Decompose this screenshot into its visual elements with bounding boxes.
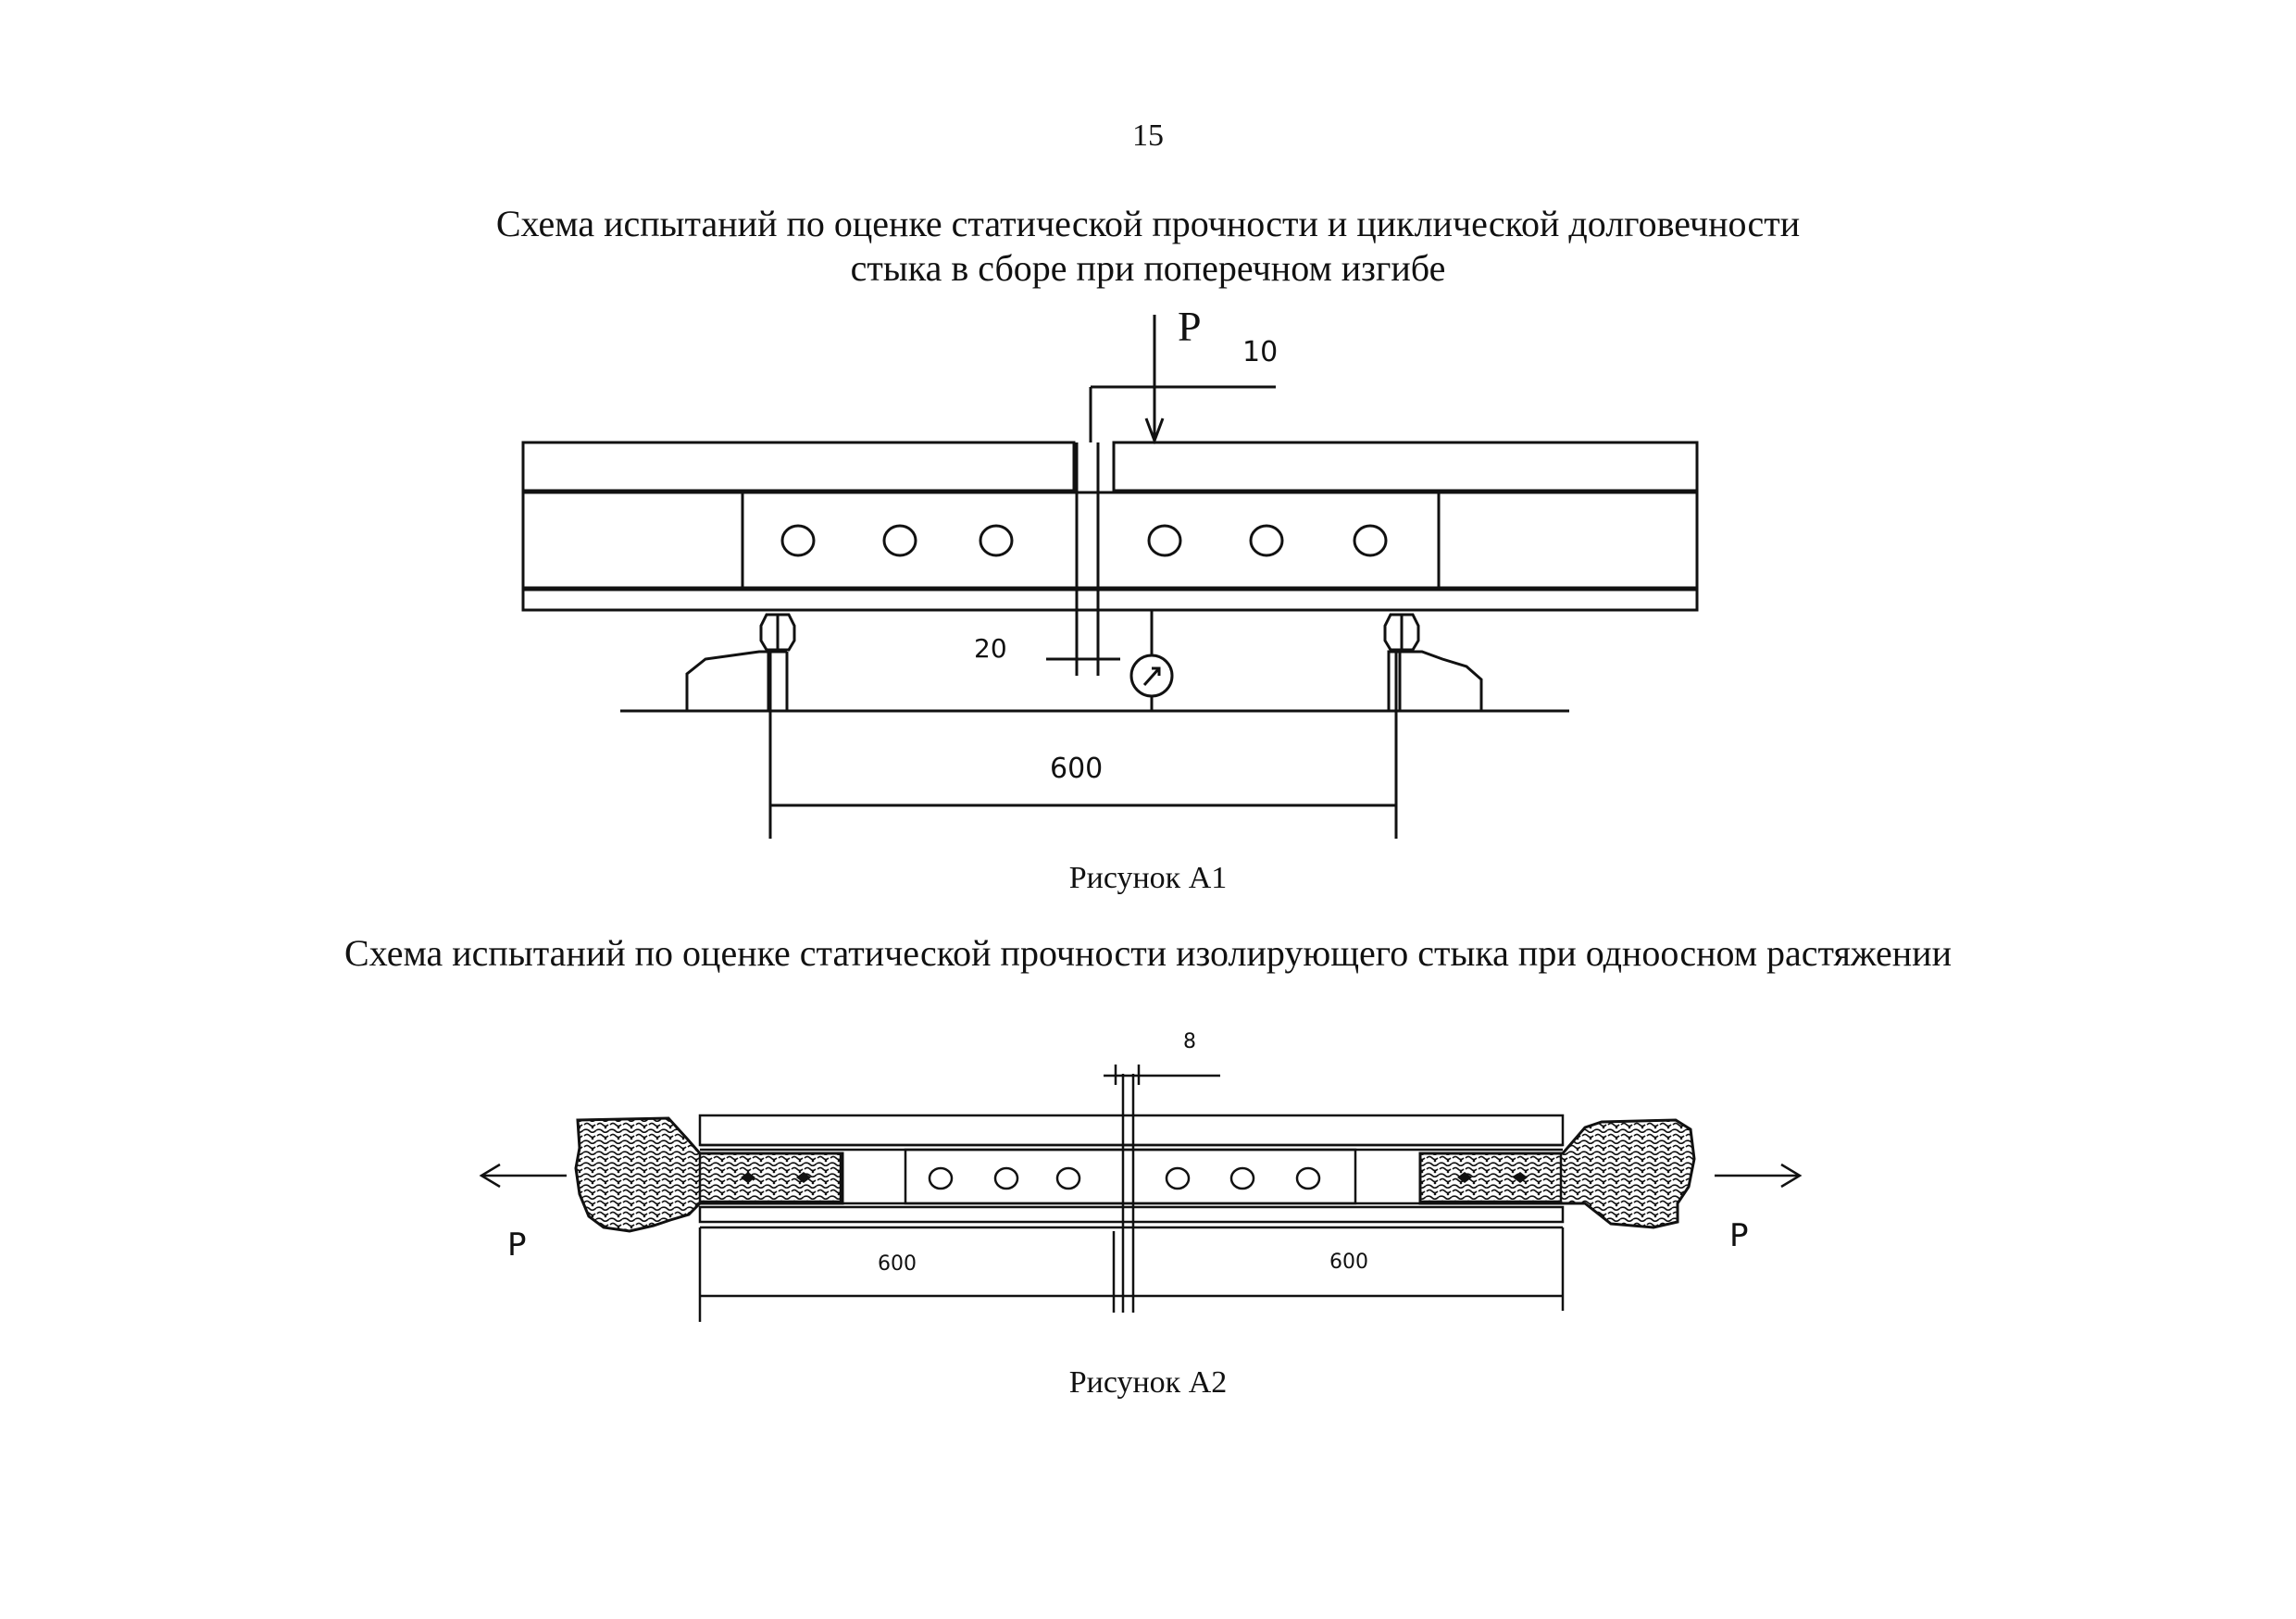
page-number: 15 xyxy=(1132,118,1164,153)
left-length-dimension-label: 600 xyxy=(878,1252,917,1276)
support-block-right xyxy=(1387,650,1483,711)
bolt-hole xyxy=(1249,524,1284,557)
support-roller-left xyxy=(759,613,796,652)
figure-2-title: Схема испытаний по оценке статической пр… xyxy=(344,932,1952,974)
figure-1-caption: Рисунок А1 xyxy=(1068,861,1228,895)
grip-right xyxy=(1418,1118,1696,1229)
bolt-hole xyxy=(1147,524,1182,557)
gap-dimension-label: 8 xyxy=(1183,1030,1196,1053)
rail-foot-lower xyxy=(698,1205,1565,1224)
support-block-left xyxy=(685,650,770,711)
joint-bar xyxy=(741,491,1441,590)
bolt-hole xyxy=(1353,524,1388,557)
joint-bar xyxy=(904,1148,1357,1205)
bolt-hole xyxy=(1055,1166,1081,1190)
bolt-hole xyxy=(979,524,1014,557)
support-roller-right xyxy=(1383,613,1420,652)
grip-left xyxy=(574,1116,844,1233)
load-arrow-head xyxy=(1144,417,1165,445)
bolt-hole xyxy=(780,524,816,557)
load-label: P xyxy=(1178,303,1202,350)
bolt-hole xyxy=(882,524,917,557)
left-force-label: P xyxy=(507,1227,527,1264)
figure-1-title-line-2: стыка в сборе при поперечном изгибе xyxy=(850,247,1446,289)
figure-2-caption: Рисунок А2 xyxy=(1068,1365,1228,1400)
rail-foot xyxy=(521,588,1699,612)
bolt-hole xyxy=(1295,1166,1321,1190)
right-length-dimension-label: 600 xyxy=(1329,1251,1368,1274)
bolt-hole xyxy=(928,1166,954,1190)
span-dimension-label: 600 xyxy=(1050,753,1103,785)
rail-head-upper xyxy=(698,1114,1565,1147)
figure-1-title-line-1: Схема испытаний по оценке статической пр… xyxy=(495,203,1801,244)
gap-dimension-label: 20 xyxy=(974,633,1007,664)
bolt-hole xyxy=(993,1166,1019,1190)
bolt-hole xyxy=(1229,1166,1255,1190)
right-force-label: P xyxy=(1729,1217,1749,1254)
figure-1-title: Схема испытаний по оценке статической пр… xyxy=(222,202,2074,291)
offset-dimension-label: 10 xyxy=(1242,336,1278,368)
bolt-hole xyxy=(1165,1166,1191,1190)
